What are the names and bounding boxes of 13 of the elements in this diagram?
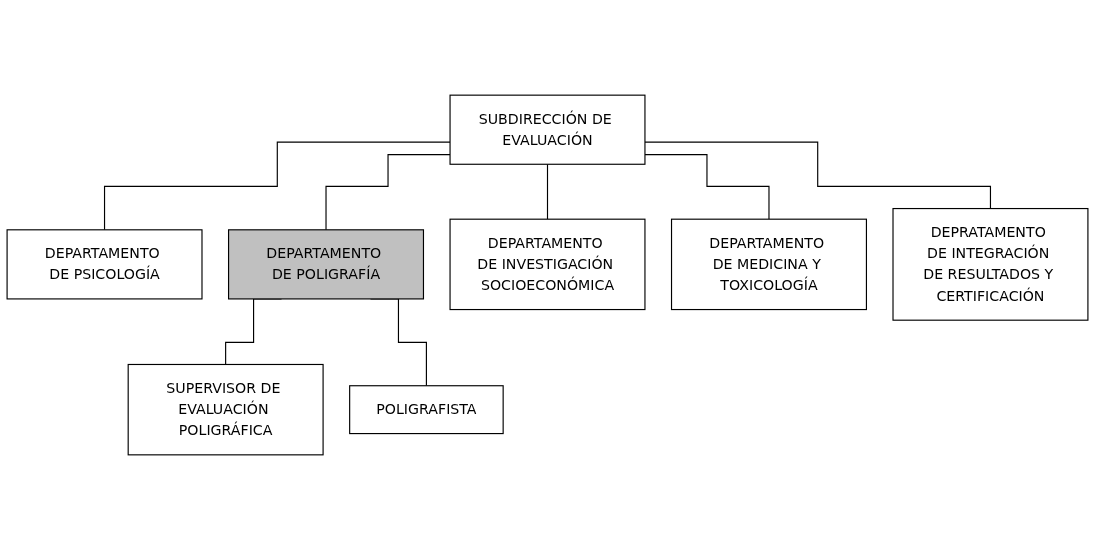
node-box: DEPARTAMENTO DE MEDICINA Y TOXICOLOGÍA [670, 218, 867, 311]
node-box: DEPARTAMENTO DE POLIGRAFÍA [228, 229, 425, 300]
connector [644, 154, 770, 220]
node-box: POLIGRAFISTA [349, 385, 504, 435]
connector [644, 141, 992, 210]
connector [325, 154, 451, 231]
node-box: SUBDIRECCIÓN DE EVALUACIÓN [449, 94, 646, 165]
node-box: SUPERVISOR DE EVALUACIÓN POLIGRÁFICA [127, 363, 324, 456]
node-box: DEPARTAMENTO DE INVESTIGACIÓN SOCIOECONÓMICA [449, 218, 646, 311]
connector [546, 163, 549, 220]
connector [103, 141, 451, 231]
node-box: DEPRATAMENTO DE INTEGRACIÓN DE RESULTADOS Y CERTIFICACIÓN [892, 208, 1089, 321]
node-box: DEPARTAMENTO DE PSICOLOGÍA [6, 229, 203, 300]
